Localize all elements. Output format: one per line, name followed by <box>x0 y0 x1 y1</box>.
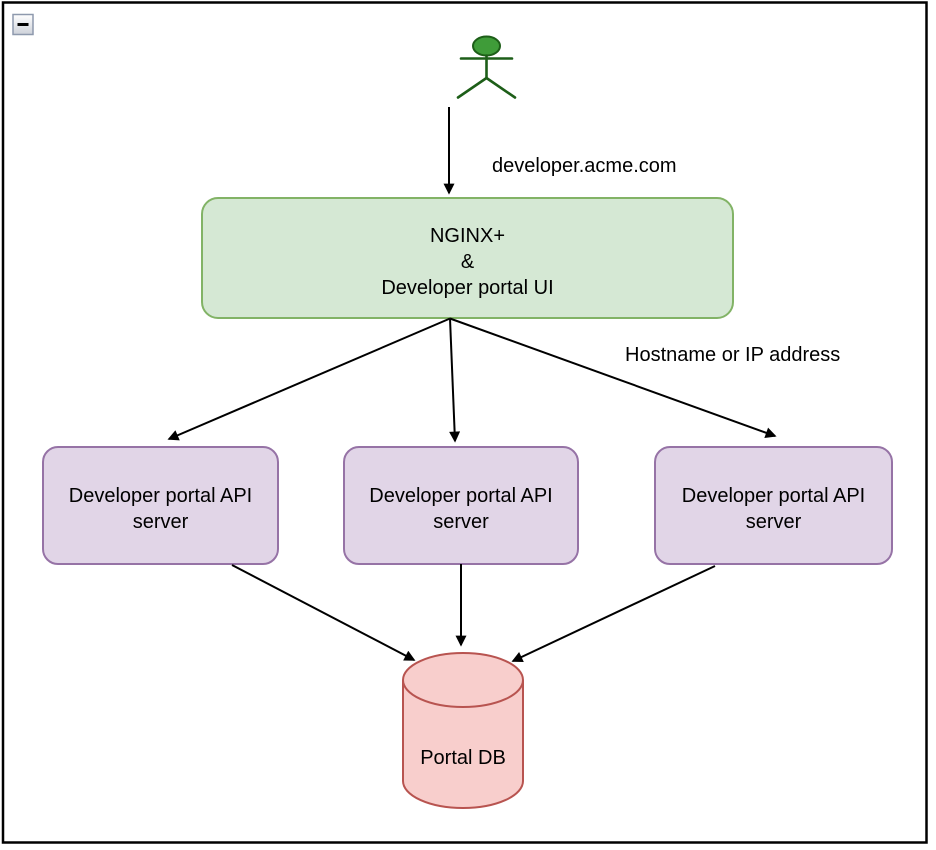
node-api-server-1-label-line2: server <box>133 511 189 533</box>
edge-server3-to-db <box>511 565 716 662</box>
node-gateway-label-line3: Developer portal UI <box>381 277 553 299</box>
node-api-server-3[interactable]: Developer portal API server <box>654 446 893 565</box>
node-database-label: Portal DB <box>420 747 506 769</box>
edge-gateway-to-server3 <box>449 317 777 438</box>
actor-right-leg <box>485 76 517 99</box>
node-api-server-2[interactable]: Developer portal API server <box>343 446 579 565</box>
node-api-server-3-shape <box>654 446 893 565</box>
node-api-server-1-shape <box>42 446 279 565</box>
actor-icon[interactable] <box>456 35 517 99</box>
node-database-top <box>402 652 524 708</box>
actor-head <box>472 35 501 57</box>
collapse-icon <box>17 23 29 26</box>
node-api-server-1[interactable]: Developer portal API server <box>42 446 279 565</box>
edge-gateway-to-server1 <box>167 317 451 441</box>
node-api-server-2-label-line1: Developer portal API <box>369 485 552 507</box>
node-gateway[interactable]: NGINX+ & Developer portal UI <box>201 197 734 319</box>
node-database[interactable]: Portal DB <box>402 652 524 809</box>
node-gateway-shape <box>201 197 734 319</box>
edge-label-gateway-to-servers: Hostname or IP address <box>625 344 840 366</box>
edge-server1-to-db <box>231 564 416 661</box>
node-gateway-label-line2: & <box>461 251 475 273</box>
actor-left-leg <box>456 76 488 99</box>
collapse-button[interactable] <box>12 13 34 36</box>
node-api-server-3-label-line2: server <box>746 511 802 533</box>
node-api-server-3-label-line1: Developer portal API <box>682 485 865 507</box>
node-api-server-2-label-line2: server <box>433 511 489 533</box>
edge-gateway-to-server2 <box>449 318 461 443</box>
node-gateway-label-line1: NGINX+ <box>430 225 505 247</box>
node-api-server-1-label-line1: Developer portal API <box>69 485 252 507</box>
edge-label-user-to-gateway: developer.acme.com <box>492 155 677 177</box>
node-database-body <box>402 680 524 809</box>
